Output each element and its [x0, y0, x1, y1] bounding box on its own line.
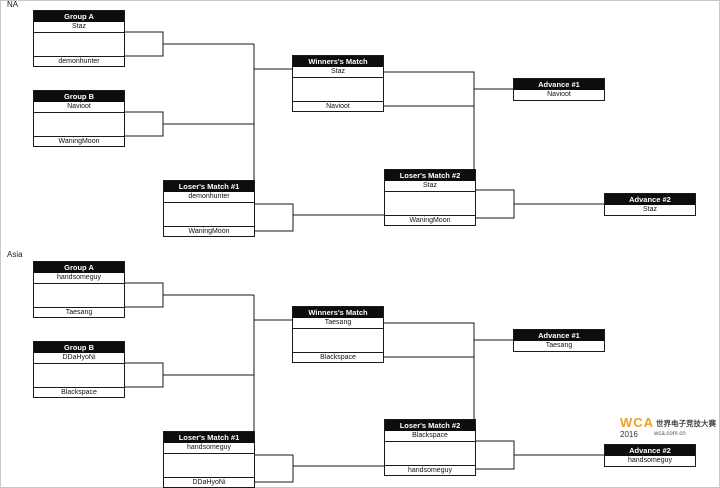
asia-group-b-middle-slot [34, 363, 124, 388]
asia-group-b-bottom-player: Blackspace [61, 389, 97, 396]
na-winners-match-top-player: Staz [330, 68, 345, 75]
na-losers-match-2-box: Loser's Match #2 Staz WaningMoon [384, 169, 476, 226]
asia-losers-match-2-middle-slot [385, 441, 475, 466]
na-group-a-box: Group A Staz demonhunter [33, 10, 125, 67]
wca-logo-watermark: WCA 2016 世界电子竞技大赛 wca.com.cn [620, 415, 716, 441]
asia-losers-match-2-header: Loser's Match #2 [385, 420, 475, 431]
asia-group-a-middle-slot [34, 283, 124, 308]
asia-winners-match-top-player: Taesang [324, 319, 352, 326]
asia-winners-match-bottom-player: Blackspace [320, 354, 356, 361]
na-advance-2-player: Staz [642, 206, 657, 213]
asia-advance-1-box: Advance #1 Taesang [513, 329, 605, 352]
na-losers-match-1-box: Loser's Match #1 demonhunter WaningMoon [163, 180, 255, 237]
asia-group-a-box: Group A handsomeguy Taesang [33, 261, 125, 318]
asia-group-b-box: Group B DDaHyoNi Blackspace [33, 341, 125, 398]
asia-advance-2-player: handsomeguy [628, 457, 672, 464]
na-losers-match-1-top-player: demonhunter [188, 193, 230, 200]
asia-losers-match-1-top-player: handsomeguy [187, 444, 231, 451]
region-label-na: NA [7, 0, 19, 9]
asia-losers-match-2-top-player: Blackspace [412, 432, 448, 439]
asia-winners-match-header: Winners's Match [293, 307, 383, 318]
na-losers-match-1-bottom-player: WaningMoon [188, 228, 230, 235]
asia-advance-2-box: Advance #2 handsomeguy [604, 444, 696, 467]
asia-group-a-top-player: handsomeguy [57, 274, 101, 281]
na-group-b-top-player: Navioot [67, 103, 91, 110]
na-losers-match-1-header: Loser's Match #1 [164, 181, 254, 192]
asia-group-a-bottom-player: Taesang [65, 309, 93, 316]
asia-winners-match-box: Winners's Match Taesang Blackspace [292, 306, 384, 363]
asia-losers-match-1-box: Loser's Match #1 handsomeguy DDaHyoNi [163, 431, 255, 488]
asia-advance-2-header: Advance #2 [605, 445, 695, 456]
wca-logo-chinese-name: 世界电子竞技大赛 [656, 419, 716, 428]
na-advance-1-header: Advance #1 [514, 79, 604, 90]
na-losers-match-2-top-player: Staz [422, 182, 437, 189]
na-group-b-middle-slot [34, 112, 124, 137]
na-group-a-top-player: Staz [71, 23, 86, 30]
na-advance-2-box: Advance #2 Staz [604, 193, 696, 216]
na-group-a-bottom-player: demonhunter [58, 58, 100, 65]
asia-group-b-header: Group B [34, 342, 124, 353]
na-advance-2-header: Advance #2 [605, 194, 695, 205]
asia-advance-1-header: Advance #1 [514, 330, 604, 341]
na-losers-match-2-bottom-player: WaningMoon [409, 217, 451, 224]
na-group-a-header: Group A [34, 11, 124, 22]
region-label-asia: Asia [7, 250, 23, 259]
na-losers-match-2-header: Loser's Match #2 [385, 170, 475, 181]
na-winners-match-box: Winners's Match Staz Navioot [292, 55, 384, 112]
na-group-b-bottom-player: WaningMoon [58, 138, 100, 145]
asia-advance-1-player: Taesang [545, 342, 573, 349]
asia-winners-match-middle-slot [293, 328, 383, 353]
asia-losers-match-2-bottom-player: handsomeguy [408, 467, 452, 474]
asia-group-b-top-player: DDaHyoNi [62, 354, 96, 361]
na-losers-match-1-middle-slot [164, 202, 254, 227]
asia-group-a-header: Group A [34, 262, 124, 273]
na-winners-match-header: Winners's Match [293, 56, 383, 67]
na-group-a-middle-slot [34, 32, 124, 57]
wca-logo-url: wca.com.cn [654, 431, 686, 437]
na-advance-1-box: Advance #1 Navioot [513, 78, 605, 101]
na-winners-match-middle-slot [293, 77, 383, 102]
asia-losers-match-2-box: Loser's Match #2 Blackspace handsomeguy [384, 419, 476, 476]
asia-losers-match-1-middle-slot [164, 453, 254, 478]
na-group-b-header: Group B [34, 91, 124, 102]
na-advance-1-player: Navioot [547, 91, 571, 98]
asia-losers-match-1-bottom-player: DDaHyoNi [192, 479, 226, 486]
na-losers-match-2-middle-slot [385, 191, 475, 216]
wca-logo-text: WCA [620, 415, 655, 430]
na-winners-match-bottom-player: Navioot [326, 103, 350, 110]
wca-logo-year: 2016 [620, 430, 638, 439]
asia-losers-match-1-header: Loser's Match #1 [164, 432, 254, 443]
na-group-b-box: Group B Navioot WaningMoon [33, 90, 125, 147]
